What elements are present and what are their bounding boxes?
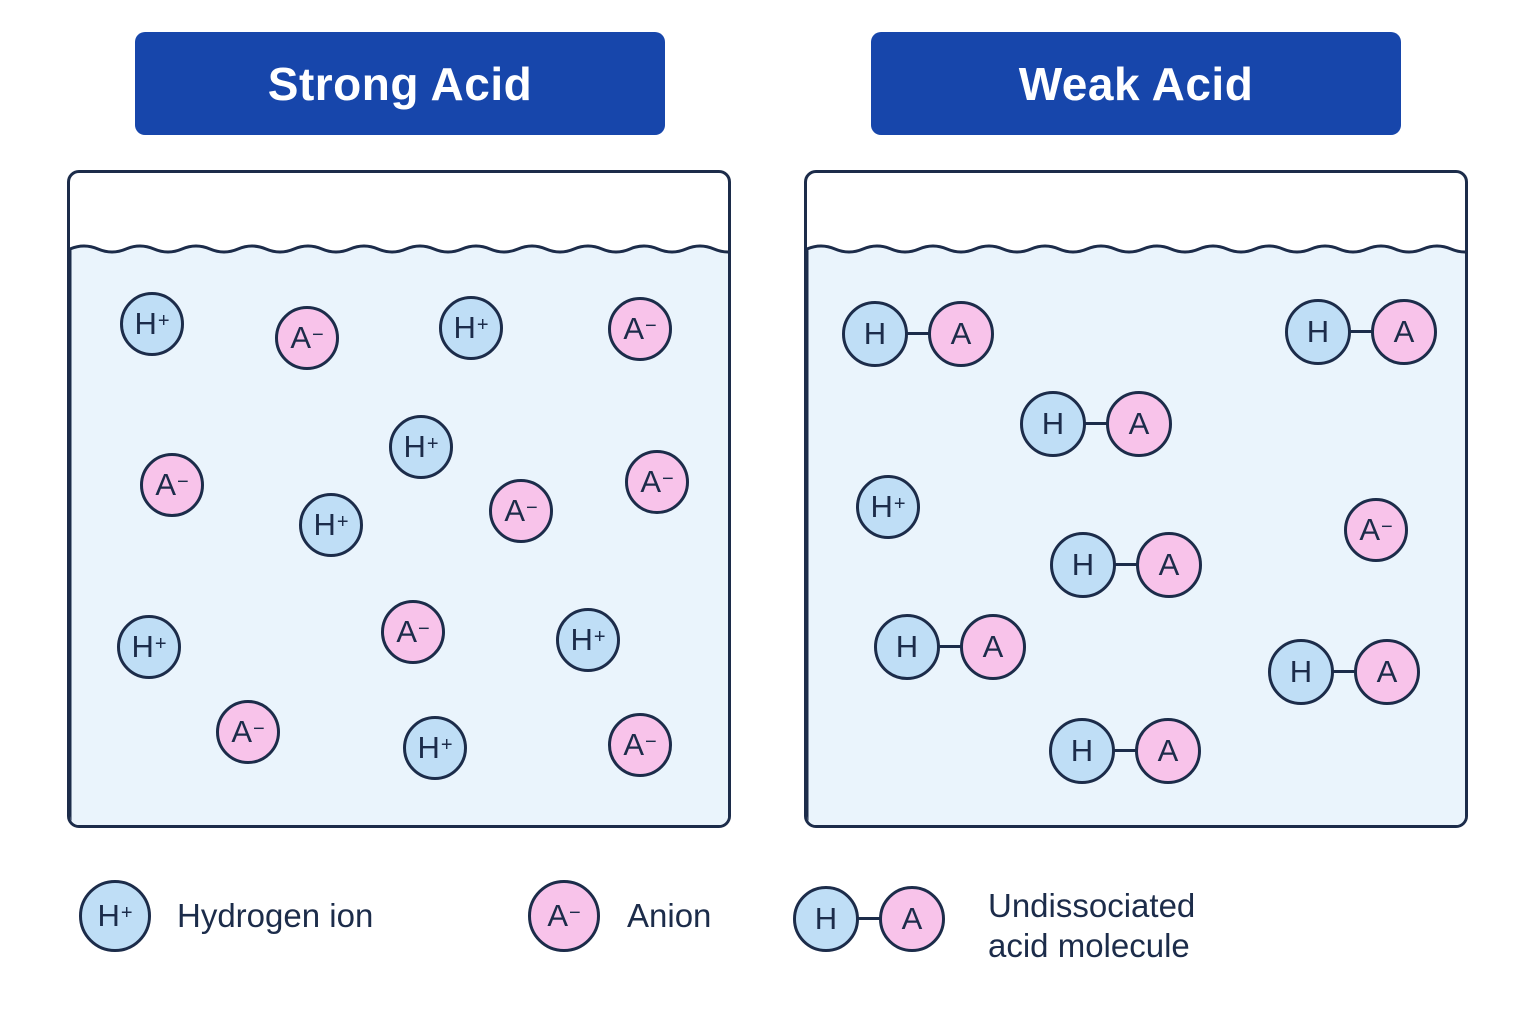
weak-acid-title-banner: Weak Acid (871, 32, 1401, 135)
hydrogen-ion: H+ (117, 615, 181, 679)
molecule-bond (1083, 422, 1109, 425)
legend-hydrogen-ion-icon: H+ (79, 880, 151, 952)
strong-acid-title: Strong Acid (267, 57, 533, 110)
anion: A− (608, 297, 672, 361)
molecule-a-atom: A (928, 301, 994, 367)
anion: A− (275, 306, 339, 370)
anion: A− (381, 600, 445, 664)
hydrogen-ion: H+ (120, 292, 184, 356)
strong-acid-beaker: H+ A− H+ A− A− H+ H+ A− A− H+ A− H+ A− H+ A− (67, 170, 731, 828)
molecule-bond (905, 332, 931, 335)
anion: A− (1344, 498, 1408, 562)
legend-molecule-h-atom: H (793, 886, 859, 952)
legend-molecule-bond (856, 917, 882, 920)
hydrogen-ion: H+ (403, 716, 467, 780)
legend-molecule-label-line1: Undissociated (988, 887, 1196, 924)
hydrogen-ion: H+ (439, 296, 503, 360)
legend-molecule-label-line2: acid molecule (988, 927, 1190, 964)
hydrogen-ion: H+ (856, 475, 920, 539)
legend-molecule-label: Undissociated acid molecule (988, 886, 1195, 966)
molecule-a-atom: A (1354, 639, 1420, 705)
anion: A− (489, 479, 553, 543)
molecule-a-atom: A (1136, 532, 1202, 598)
molecule-bond (1113, 563, 1139, 566)
molecule-a-atom: A (960, 614, 1026, 680)
molecule-bond (1331, 670, 1357, 673)
molecule-h-atom: H (1050, 532, 1116, 598)
anion: A− (140, 453, 204, 517)
legend-hydrogen-ion-label: Hydrogen ion (177, 897, 374, 934)
anion: A− (216, 700, 280, 764)
legend-anion-label: Anion (627, 897, 712, 934)
molecule-bond (1348, 330, 1374, 333)
molecule-bond (1112, 749, 1138, 752)
anion: A− (608, 713, 672, 777)
anion: A− (625, 450, 689, 514)
weak-acid-title: Weak Acid (1018, 57, 1254, 110)
legend-anion-icon: A− (528, 880, 600, 952)
strong-acid-liquid (70, 244, 728, 825)
molecule-h-atom: H (842, 301, 908, 367)
hydrogen-ion: H+ (556, 608, 620, 672)
strong-acid-title-banner: Strong Acid (135, 32, 665, 135)
legend-molecule-icon: H A (793, 886, 945, 952)
molecule-h-atom: H (1020, 391, 1086, 457)
molecule-h-atom: H (874, 614, 940, 680)
molecule-bond (937, 645, 963, 648)
molecule-a-atom: A (1371, 299, 1437, 365)
hydrogen-ion: H+ (299, 493, 363, 557)
legend-molecule-a-atom: A (879, 886, 945, 952)
molecule-h-atom: H (1285, 299, 1351, 365)
molecule-h-atom: H (1049, 718, 1115, 784)
molecule-a-atom: A (1106, 391, 1172, 457)
hydrogen-ion: H+ (389, 415, 453, 479)
molecule-a-atom: A (1135, 718, 1201, 784)
molecule-h-atom: H (1268, 639, 1334, 705)
